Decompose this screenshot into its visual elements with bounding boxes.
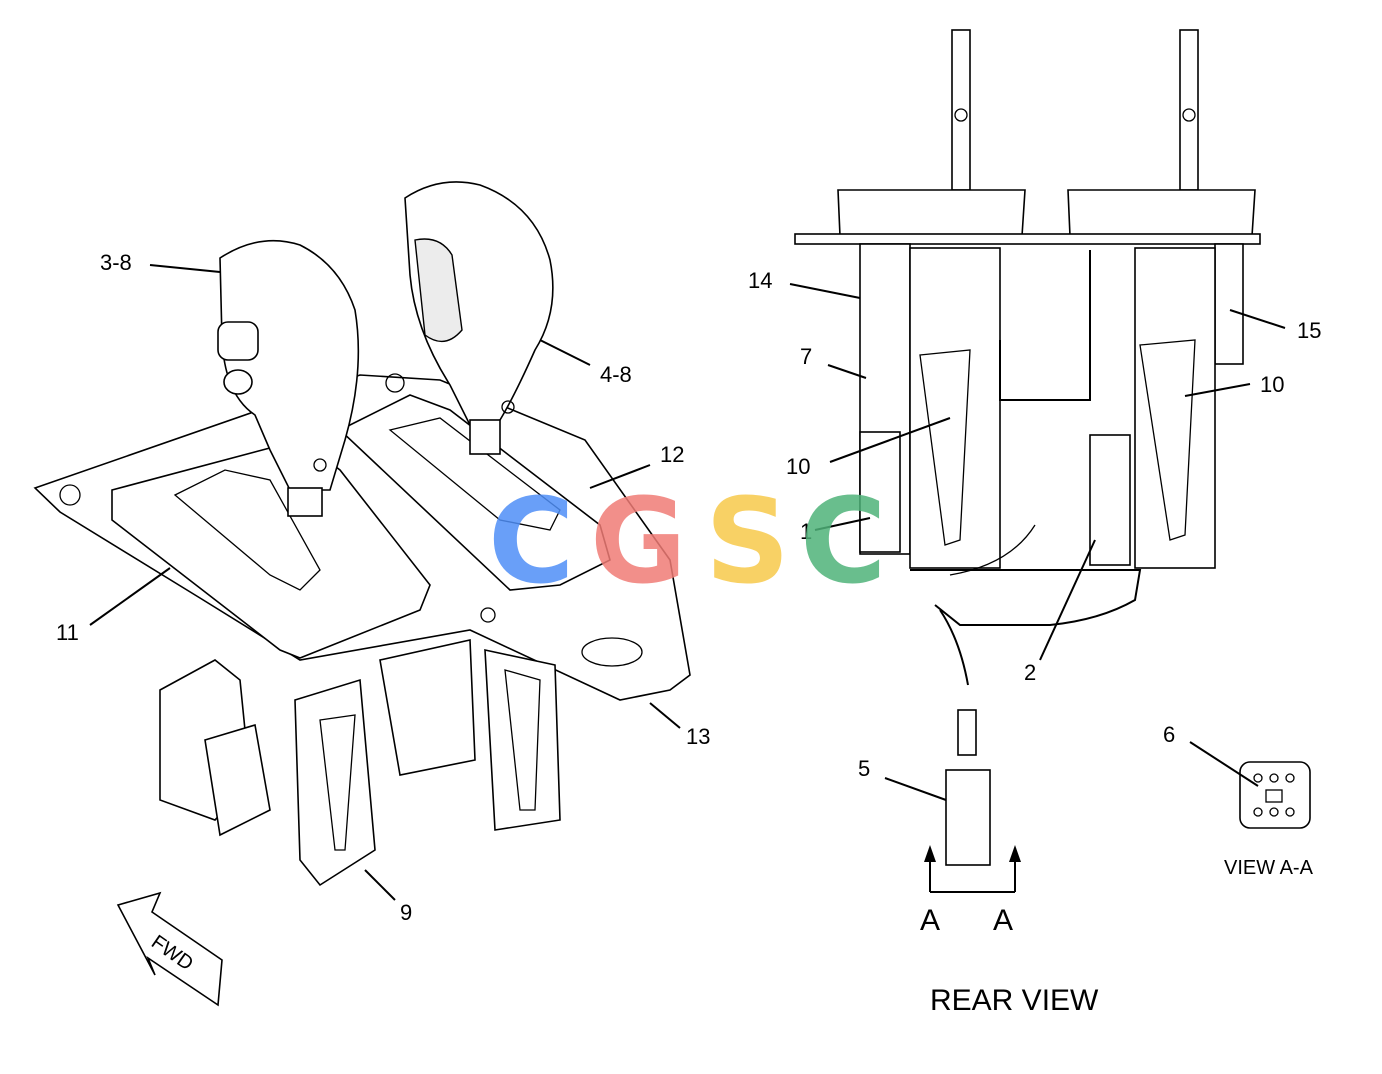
callout-10-right: 10 bbox=[1260, 372, 1284, 397]
right-lever-screw bbox=[501, 400, 515, 414]
left-detent-frame bbox=[909, 247, 1001, 569]
connector-6-view: VIEW A-A bbox=[1224, 761, 1314, 879]
left-lower-switch bbox=[859, 431, 901, 553]
left-rod-pin bbox=[954, 108, 968, 122]
right-detent-frame bbox=[1134, 247, 1216, 569]
right-lever-shaft bbox=[469, 419, 501, 455]
watermark-c2: C bbox=[800, 472, 887, 610]
right-rod bbox=[1179, 29, 1199, 191]
right-switch-block-top bbox=[1214, 243, 1244, 365]
right-detent-wedge bbox=[1139, 339, 1196, 541]
callout-4-8: 4-8 bbox=[600, 362, 632, 387]
mount-hole-left bbox=[59, 484, 81, 506]
connector-5-lead bbox=[957, 709, 977, 756]
left-lever-screw bbox=[313, 458, 327, 472]
rear-view-assembly bbox=[794, 29, 1261, 866]
callout-5: 5 bbox=[858, 756, 870, 781]
connector-5 bbox=[945, 769, 991, 866]
center-bracket bbox=[379, 639, 476, 776]
callout-1: 1 bbox=[800, 519, 812, 544]
right-gate-slot bbox=[388, 417, 561, 531]
left-knob-button bbox=[217, 321, 259, 361]
branch-wire bbox=[949, 524, 1036, 576]
view-a-a-label: VIEW A-A bbox=[1224, 857, 1314, 879]
right-detent-plate bbox=[484, 648, 561, 831]
left-lever-knob bbox=[219, 239, 360, 491]
callout-3-8: 3-8 bbox=[100, 250, 132, 275]
section-a-right: A bbox=[993, 904, 1013, 937]
left-top-housing bbox=[837, 189, 1026, 237]
center-detent-spring-left bbox=[319, 714, 356, 851]
rear-view-label: REAR VIEW bbox=[930, 984, 1099, 1017]
callout-6: 6 bbox=[1163, 722, 1175, 747]
right-lever-knob bbox=[404, 181, 554, 426]
callout-9: 9 bbox=[400, 900, 412, 925]
left-connector-block bbox=[204, 723, 271, 837]
mount-hole-top bbox=[385, 373, 405, 393]
callouts: 3-8 4-8 12 11 13 9 14 15 7 10 10 1 2 5 6 bbox=[56, 250, 1321, 925]
callout-11: 11 bbox=[56, 620, 79, 645]
callout-15: 15 bbox=[1297, 318, 1321, 343]
callout-13: 13 bbox=[686, 724, 710, 749]
center-strap bbox=[999, 250, 1091, 401]
left-rod bbox=[951, 29, 971, 191]
callout-7: 7 bbox=[800, 344, 812, 369]
right-lower-switch bbox=[1089, 434, 1131, 566]
right-knob-button bbox=[414, 238, 463, 343]
mount-hole-center bbox=[480, 607, 496, 623]
callout-14: 14 bbox=[748, 268, 772, 293]
right-detent-spring bbox=[504, 669, 541, 811]
wire-harness bbox=[910, 569, 1142, 626]
watermark-g: G bbox=[590, 472, 687, 610]
right-rod-pin bbox=[1182, 108, 1196, 122]
section-arrows: A A bbox=[920, 845, 1021, 937]
center-detent-plate-left bbox=[294, 678, 376, 887]
right-top-housing bbox=[1067, 189, 1256, 237]
callout-2: 2 bbox=[1024, 660, 1036, 685]
left-lever-shaft bbox=[287, 487, 323, 517]
callout-12: 12 bbox=[660, 442, 684, 467]
left-detent-wedge bbox=[919, 349, 971, 546]
watermark-c: C bbox=[488, 472, 575, 610]
harness-lead bbox=[939, 609, 969, 686]
watermark-s: S bbox=[705, 472, 790, 610]
mount-plate bbox=[794, 233, 1261, 245]
fwd-arrow: FWD bbox=[116, 891, 223, 1007]
left-gate-slot bbox=[173, 469, 321, 591]
callout-10-left: 10 bbox=[786, 454, 810, 479]
mount-hole-right bbox=[581, 637, 643, 667]
watermark: C G S C bbox=[488, 472, 887, 610]
section-a-left: A bbox=[920, 904, 940, 937]
left-assembly bbox=[33, 181, 691, 887]
connector-6 bbox=[1239, 761, 1311, 829]
left-knob-switch bbox=[223, 369, 253, 395]
